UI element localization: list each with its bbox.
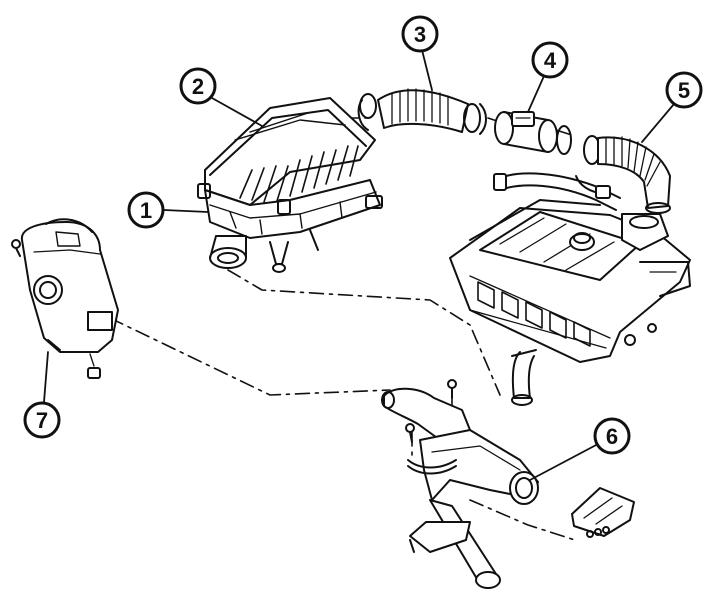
- callout-7: 7: [23, 401, 61, 439]
- engine-cylinder-head: [449, 172, 691, 406]
- callout-7-label: 7: [36, 408, 48, 433]
- callout-5: 5: [665, 71, 703, 109]
- leader-lines: [43, 49, 675, 481]
- callout-3: 3: [401, 15, 439, 53]
- air-flow-meter-4: [494, 111, 572, 155]
- callout-3-label: 3: [414, 22, 426, 47]
- callout-6-label: 6: [606, 424, 618, 449]
- callout-1-label: 1: [140, 198, 152, 223]
- callout-4: 4: [531, 41, 569, 79]
- air-cleaner-housing: [197, 97, 383, 273]
- callout-2: 2: [179, 67, 217, 105]
- callout-5-label: 5: [678, 78, 690, 103]
- callout-4-label: 4: [544, 48, 557, 73]
- resonator-box-7: [11, 218, 119, 379]
- intake-hose-3: [357, 88, 487, 135]
- lower-duct-6: [381, 379, 635, 589]
- callout-1: 1: [127, 191, 165, 229]
- callout-2-label: 2: [192, 74, 204, 99]
- callout-6: 6: [593, 417, 631, 455]
